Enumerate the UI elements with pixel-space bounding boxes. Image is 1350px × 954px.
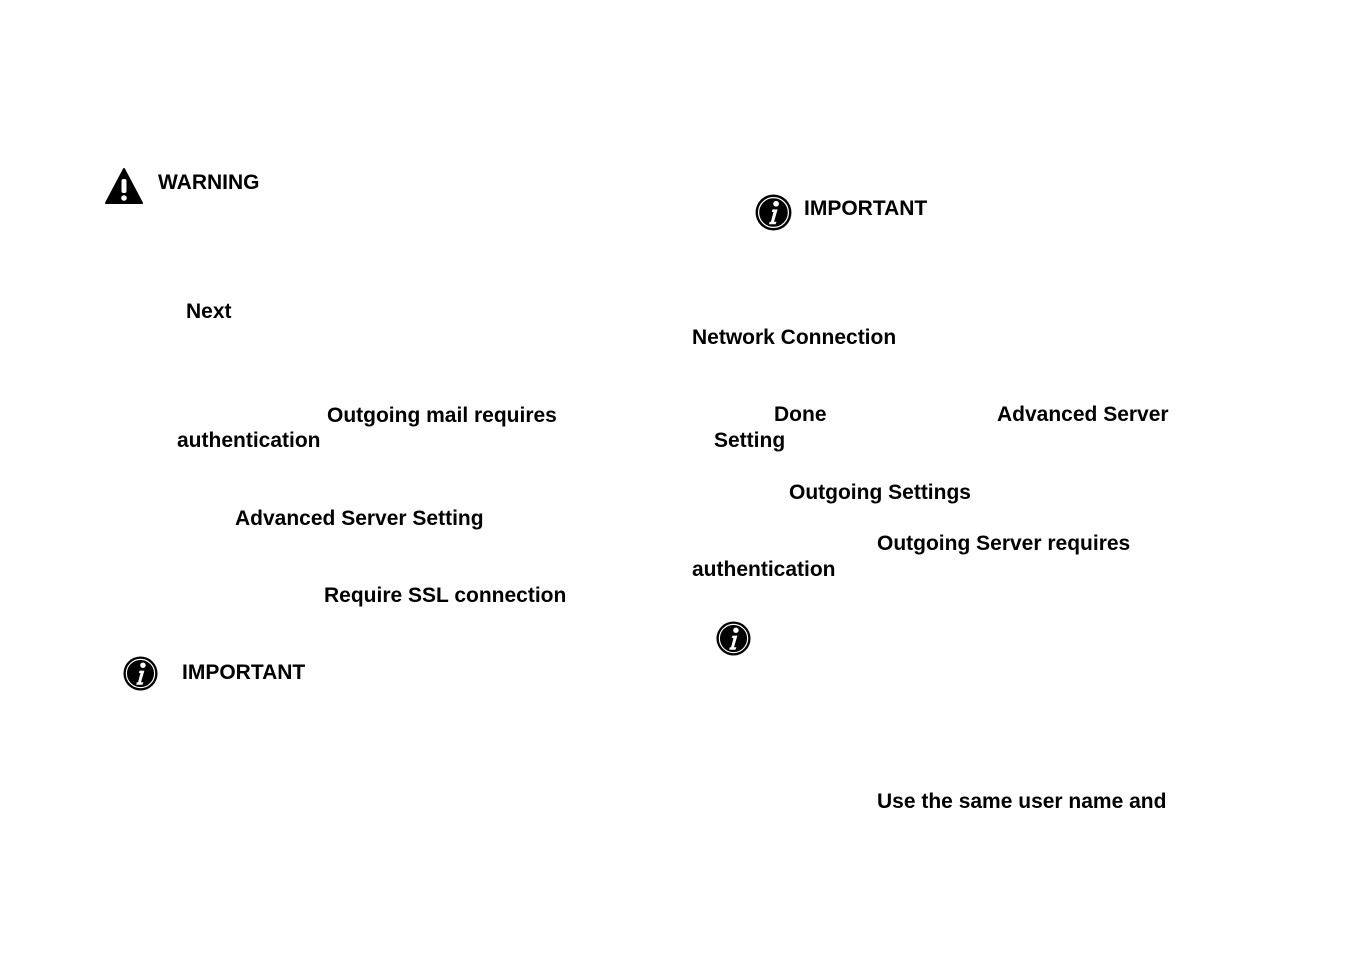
authentication-label: authentication [177,429,321,452]
require-ssl-connection-label: Require SSL connection [324,584,567,607]
info-icon [123,656,158,691]
info-icon [755,194,792,231]
advanced-server-label: Advanced Server [997,403,1169,426]
warning-icon [105,168,143,204]
authentication-label: authentication [692,558,836,581]
done-label: Done [774,403,827,426]
network-connection-label: Network Connection [692,326,897,349]
next-label: Next [186,300,232,323]
outgoing-mail-requires-label: Outgoing mail requires [327,404,557,427]
setting-label: Setting [714,429,786,452]
advanced-server-setting-label: Advanced Server Setting [235,507,484,530]
warning-label: WARNING [158,171,260,194]
important-label: IMPORTANT [804,197,928,220]
outgoing-settings-label: Outgoing Settings [789,481,971,504]
important-label: IMPORTANT [182,661,306,684]
same-user-name-label: Use the same user name and [877,790,1167,813]
info-icon [716,621,751,656]
outgoing-server-requires-label: Outgoing Server requires [877,532,1131,555]
